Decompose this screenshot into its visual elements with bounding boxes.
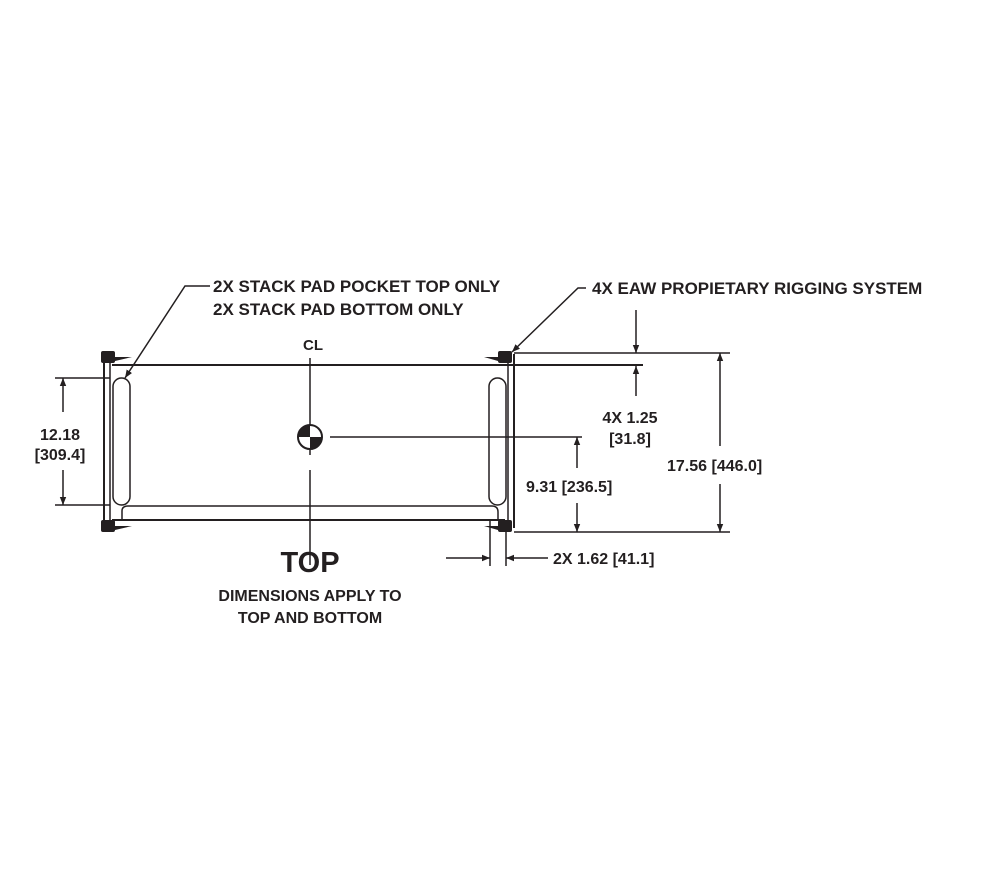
pad-length-in: 12.18 [40, 427, 80, 444]
stack-pad-callout-line1: 2X STACK PAD POCKET TOP ONLY [213, 277, 501, 296]
rigging-leader [511, 287, 586, 353]
rigging-offset-dimension [514, 310, 730, 396]
enclosure-outline [101, 351, 643, 532]
cg-height: 9.31 [236.5] [526, 479, 612, 496]
side-inset-dimension [446, 520, 548, 566]
stack-pad-callout-line2: 2X STACK PAD BOTTOM ONLY [213, 300, 464, 319]
stack-pad-pocket-left [112, 377, 131, 506]
centerline-label: CL [303, 337, 323, 354]
pad-length-mm: [309.4] [35, 447, 86, 464]
cg-height-dimension [514, 437, 730, 533]
view-title: TOP [280, 547, 339, 579]
centerline: CL [303, 337, 323, 565]
rigging-callout: 4X EAW PROPIETARY RIGGING SYSTEM [592, 279, 922, 298]
stack-pad-pocket-right [488, 377, 507, 506]
stack-pad-leader [124, 285, 210, 379]
rigging-offset-in: 4X 1.25 [602, 410, 657, 427]
rigging-offset-mm: [31.8] [609, 431, 651, 448]
rigging-points [101, 351, 512, 532]
side-inset: 2X 1.62 [41.1] [553, 551, 654, 568]
view-note-line2: TOP AND BOTTOM [238, 610, 382, 627]
pad-length-dimension [55, 377, 110, 506]
depth: 17.56 [446.0] [667, 458, 762, 475]
center-of-gravity-icon [297, 424, 582, 450]
view-note-line1: DIMENSIONS APPLY TO [218, 588, 401, 605]
